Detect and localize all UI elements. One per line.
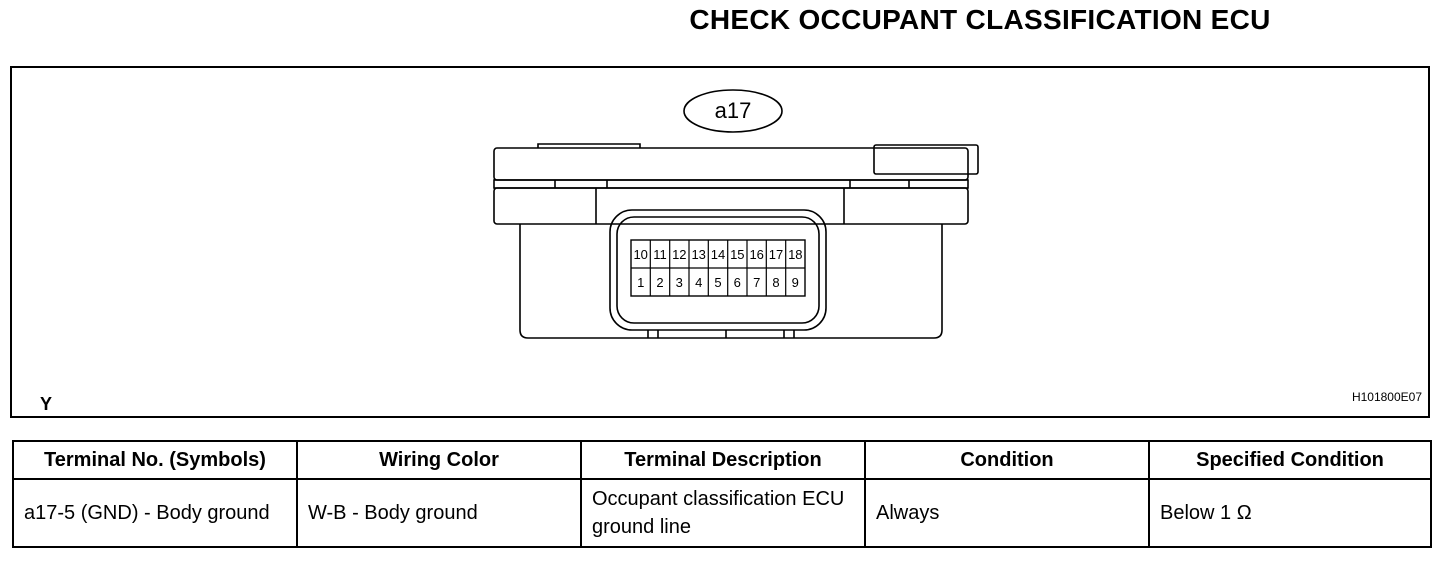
table-header-row: Terminal No. (Symbols) Wiring Color Term… <box>12 440 1432 480</box>
pin-label: 5 <box>714 275 721 290</box>
pin-label: 14 <box>711 247 725 262</box>
pin-label: 16 <box>749 247 763 262</box>
pin-label: 9 <box>792 275 799 290</box>
figure-corner-letter: Y <box>40 394 53 414</box>
ecu-right-block <box>873 144 979 175</box>
pin-label: 2 <box>656 275 663 290</box>
column-header: Terminal Description <box>580 440 866 480</box>
connector-label: a17 <box>715 98 752 123</box>
ecu-connector-drawing: a17 10 11 12 13 14 15 16 17 18 1 2 3 4 5… <box>493 89 979 339</box>
figure-code: H101800E07 <box>1351 390 1422 404</box>
column-header: Condition <box>864 440 1150 480</box>
terminal-cell: a17-5 (GND) - Body ground <box>12 478 298 548</box>
pin-label: 11 <box>653 247 667 262</box>
ecu-rail <box>493 179 969 189</box>
ecu-upper-body <box>493 147 969 181</box>
pin-label: 10 <box>633 247 647 262</box>
specified-condition-cell: Below 1 Ω <box>1148 478 1432 548</box>
pin-label: 13 <box>691 247 705 262</box>
pin-label: 1 <box>637 275 644 290</box>
wiring-color-cell: W-B - Body ground <box>296 478 582 548</box>
ecu-lower-housing <box>519 224 943 339</box>
ecu-bottom-tab-right <box>783 330 795 338</box>
pin-label: 15 <box>730 247 744 262</box>
pin-label: 7 <box>753 275 760 290</box>
ecu-flange <box>493 187 969 225</box>
page-title: CHECK OCCUPANT CLASSIFICATION ECU <box>689 4 1271 35</box>
connector-housing-outer <box>609 209 827 331</box>
connector-housing-inner <box>616 216 820 324</box>
pin-label: 8 <box>772 275 779 290</box>
connector-label-oval <box>683 89 783 133</box>
column-header: Terminal No. (Symbols) <box>12 440 298 480</box>
column-header: Specified Condition <box>1148 440 1432 480</box>
condition-cell: Always <box>864 478 1150 548</box>
terminal-description-cell: Occupant classification ECU ground line <box>580 478 866 548</box>
pin-label: 6 <box>734 275 741 290</box>
ecu-bottom-tab-left <box>647 330 659 338</box>
pin-label: 12 <box>672 247 686 262</box>
column-header: Wiring Color <box>296 440 582 480</box>
table-row: a17-5 (GND) - Body ground W-B - Body gro… <box>12 478 1432 548</box>
connector-figure: a17 10 11 12 13 14 15 16 17 18 1 2 3 4 5… <box>10 66 1430 418</box>
ecu-top-tab <box>537 143 641 148</box>
pin-label: 3 <box>676 275 683 290</box>
pin-label: 17 <box>769 247 783 262</box>
pin-label: 4 <box>695 275 702 290</box>
inspection-table: Terminal No. (Symbols) Wiring Color Term… <box>12 440 1432 548</box>
pin-label: 18 <box>788 247 802 262</box>
